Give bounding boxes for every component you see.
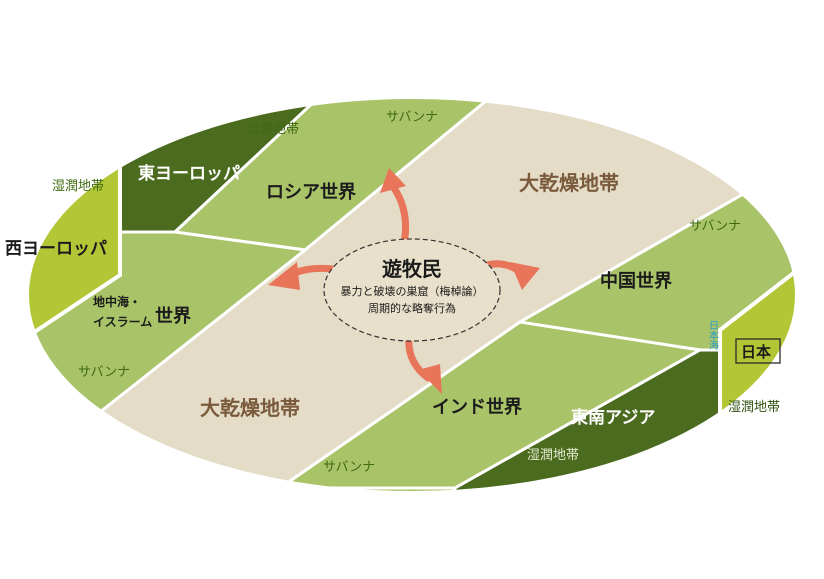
nomad-line2: 周期的な略奪行為 (368, 301, 456, 315)
savanna-bottom-label: サバンナ (323, 460, 375, 475)
japan-box (735, 338, 781, 364)
mediterranean-line2-label: イスラーム (93, 315, 152, 329)
wet-zone-left-label: 湿潤地帯 (52, 179, 104, 194)
savanna-right-label: サバンナ (689, 219, 741, 234)
mediterranean-line1-label: 地中海・ (93, 294, 141, 309)
oval-outline (27, 97, 797, 493)
dry-zone-upper-label: 大乾燥地帯 (519, 171, 619, 195)
savanna-left-label: サバンナ (78, 365, 130, 380)
japan-label: 日本 (741, 343, 771, 361)
east-europe-label: 東ヨーロッパ (138, 163, 240, 184)
dry-zone-lower-label: 大乾燥地帯 (200, 396, 300, 420)
west-europe-label: 西ヨーロッパ (5, 239, 107, 259)
wet-zone-top-label: 湿潤地帯 (247, 122, 299, 137)
southeast-asia-label: 東南アジア (571, 407, 655, 428)
china-label: 中国世界 (600, 270, 672, 292)
mediterranean-world-label: 世界 (155, 306, 191, 327)
india-label: インド世界 (432, 397, 522, 418)
sea-of-japan-label: 日本海 (707, 320, 719, 351)
wet-zone-bottom-label: 湿潤地帯 (527, 448, 579, 463)
wet-zone-japan-label: 湿潤地帯 (728, 400, 780, 415)
nomad-ellipse (323, 238, 501, 342)
savanna-top-label: サバンナ (386, 110, 438, 125)
nomad-line1: 暴力と破壊の巣窟（梅棹論） (341, 284, 484, 298)
russia-label: ロシア世界 (266, 182, 356, 203)
nomad-title: 遊牧民 (382, 257, 442, 281)
